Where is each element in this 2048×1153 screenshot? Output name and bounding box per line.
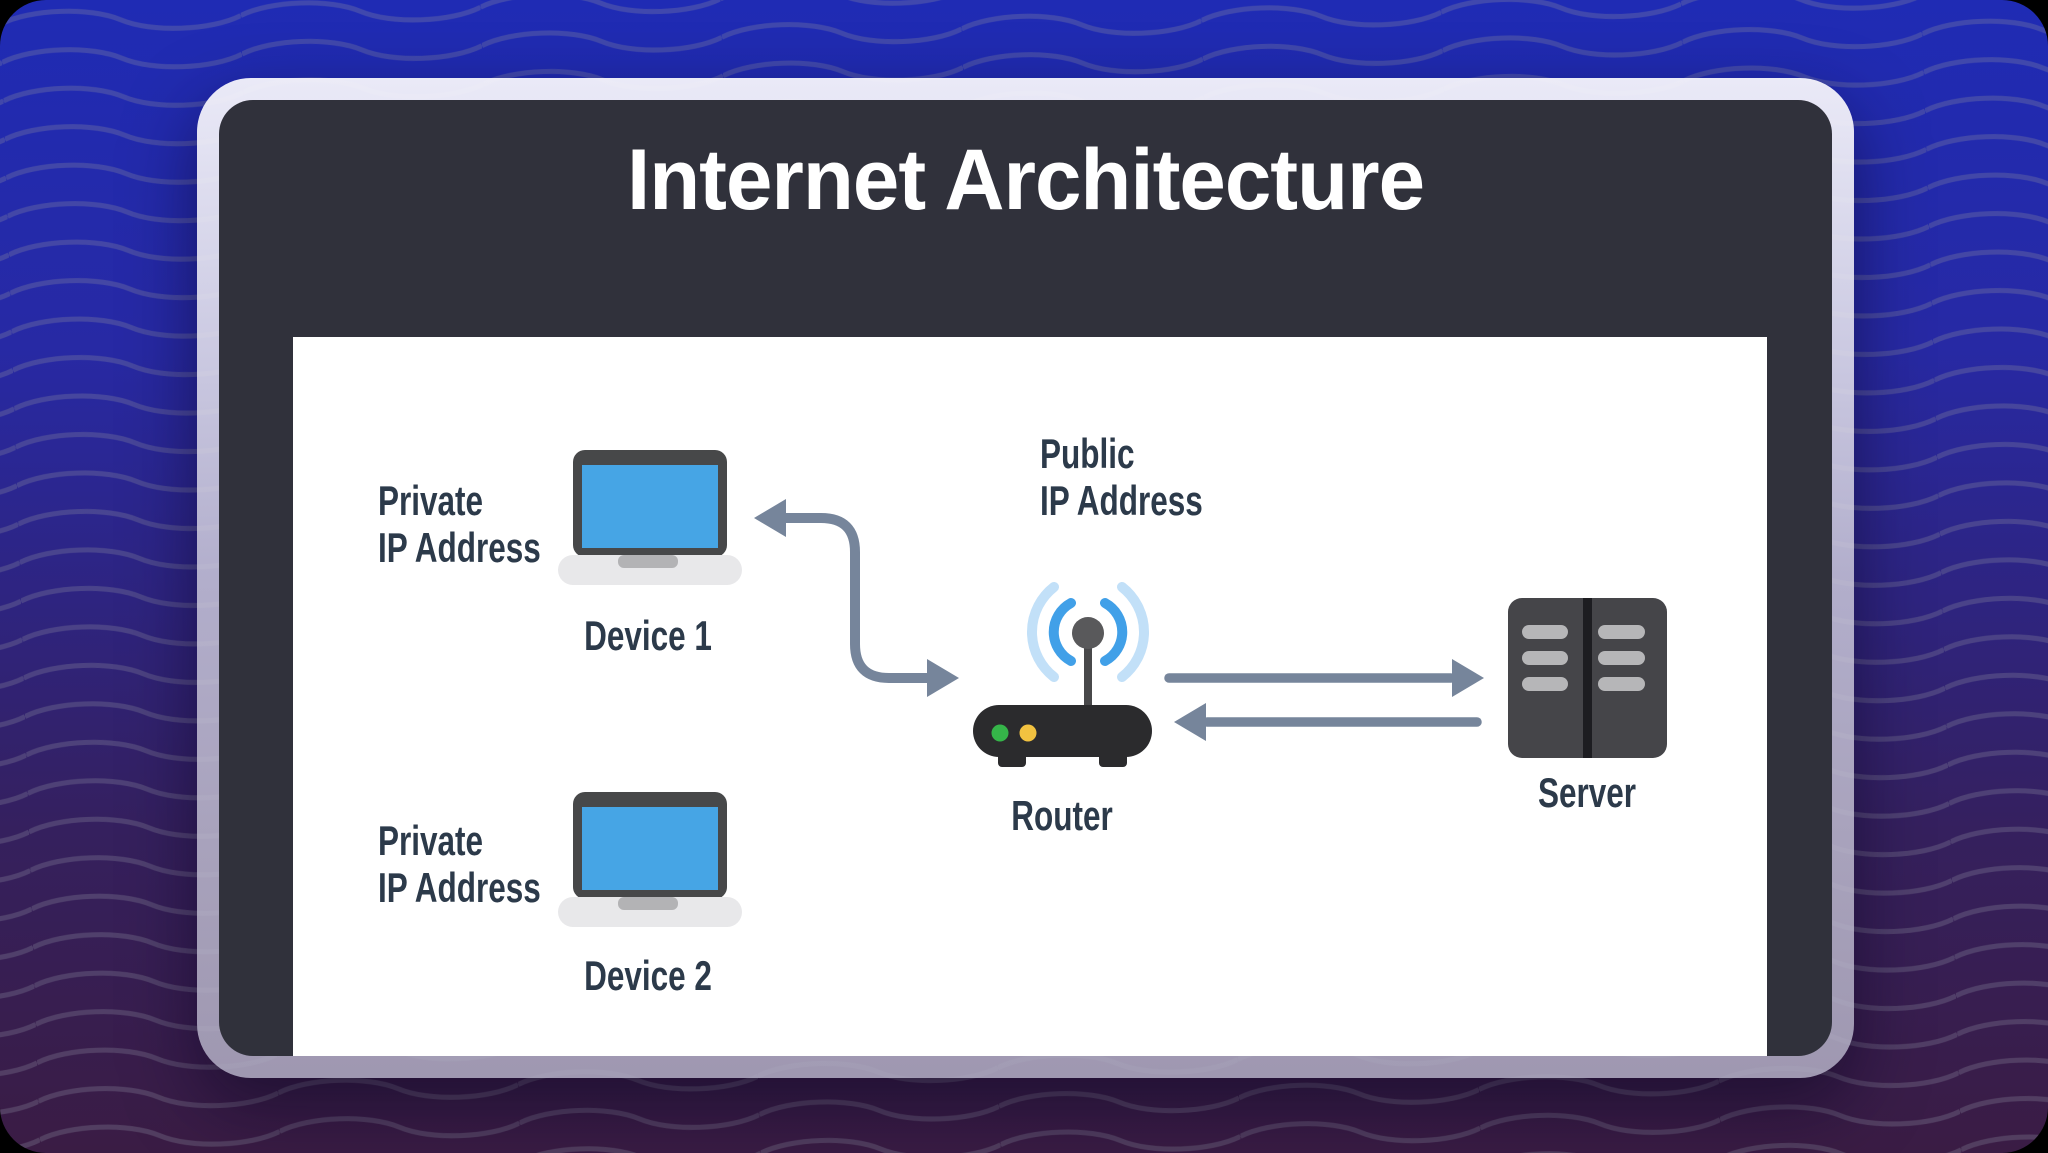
server-slats (1522, 625, 1645, 691)
arrowhead-left (754, 499, 786, 537)
router-label: Router (1011, 792, 1113, 839)
device2-label: Device 2 (584, 952, 712, 999)
device2-ip-label: Private IP Address (378, 817, 541, 911)
arrowhead-right (1452, 659, 1484, 697)
led-green (991, 724, 1009, 742)
server-icon (1508, 598, 1667, 758)
router-body (973, 705, 1152, 757)
slide-card-panel: Internet Architecture (219, 100, 1832, 1056)
diagram-canvas: Private IP Address Device 1 Private IP A… (293, 337, 1767, 1056)
device1-router-arrow (754, 499, 959, 697)
laptop-screen (582, 807, 718, 890)
device2-laptop-icon (558, 792, 742, 927)
public-ip-label: Public IP Address (1040, 430, 1203, 524)
router-server-arrow (1164, 659, 1484, 697)
server-router-arrow (1174, 703, 1482, 741)
server-label: Server (1537, 769, 1637, 816)
server-divider (1583, 598, 1592, 758)
antenna-stem (1084, 633, 1092, 707)
laptop-screen (582, 465, 718, 548)
device1-ip-label: Private IP Address (378, 477, 541, 571)
device1-label: Device 1 (584, 612, 712, 659)
network-diagram (558, 450, 1667, 927)
laptop-base (558, 555, 742, 585)
laptop-base (558, 897, 742, 927)
antenna-ball (1072, 617, 1104, 649)
laptop-notch (618, 897, 678, 910)
led-yellow (1019, 724, 1037, 742)
wifi-signal-icon (1027, 582, 1149, 682)
arrowhead-left (1174, 703, 1206, 741)
device1-laptop-icon (558, 450, 742, 585)
page-title: Internet Architecture (626, 132, 1425, 228)
slide-card-frame: Internet Architecture (197, 78, 1854, 1078)
arrowhead-right (927, 659, 959, 697)
laptop-notch (618, 555, 678, 568)
router-icon (973, 582, 1152, 767)
